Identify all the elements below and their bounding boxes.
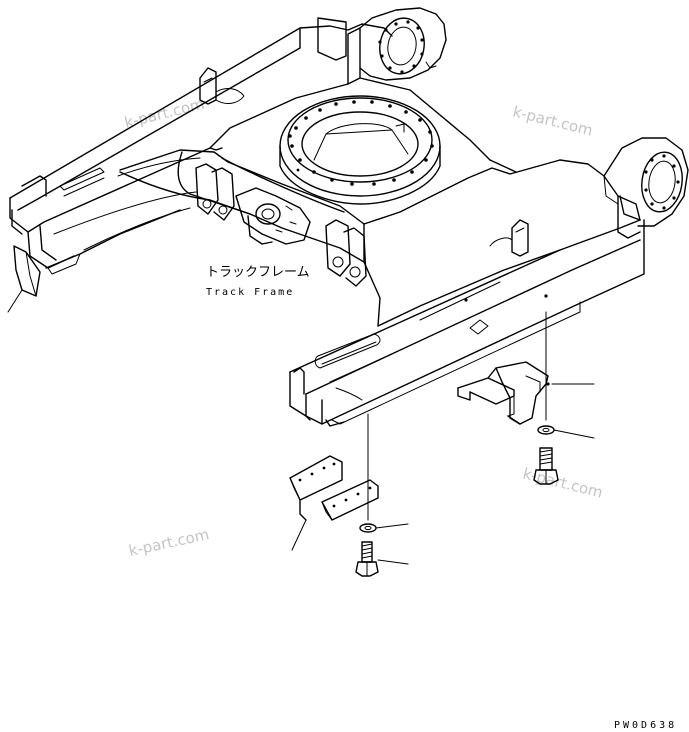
washer-lower [359,523,409,533]
watermark-2: k-part.com [511,102,595,139]
guard-plate-lower [289,413,379,551]
drawing-code: PW0D638 [614,720,677,731]
center-lugs [195,163,367,287]
bolt-right [533,447,559,485]
watermarks: k-part.com k-part.com k-part.com k-part.… [123,95,605,560]
track-frame-body [9,7,689,427]
swing-circle [279,95,441,205]
bolt-lower [355,541,409,577]
rear-housing-bolts-left [378,20,424,74]
track-frame-label: トラックフレーム Track Frame [206,265,310,298]
track-frame-label-en: Track Frame [206,287,294,298]
washer-right [537,425,595,439]
rear-housing-bolts-right [644,154,680,210]
bracket-assembly-right [457,311,595,425]
watermark-4: k-part.com [521,464,605,501]
left-guard-part [7,245,41,313]
watermark-3: k-part.com [127,525,211,560]
track-frame-label-jp: トラックフレーム [206,265,310,280]
